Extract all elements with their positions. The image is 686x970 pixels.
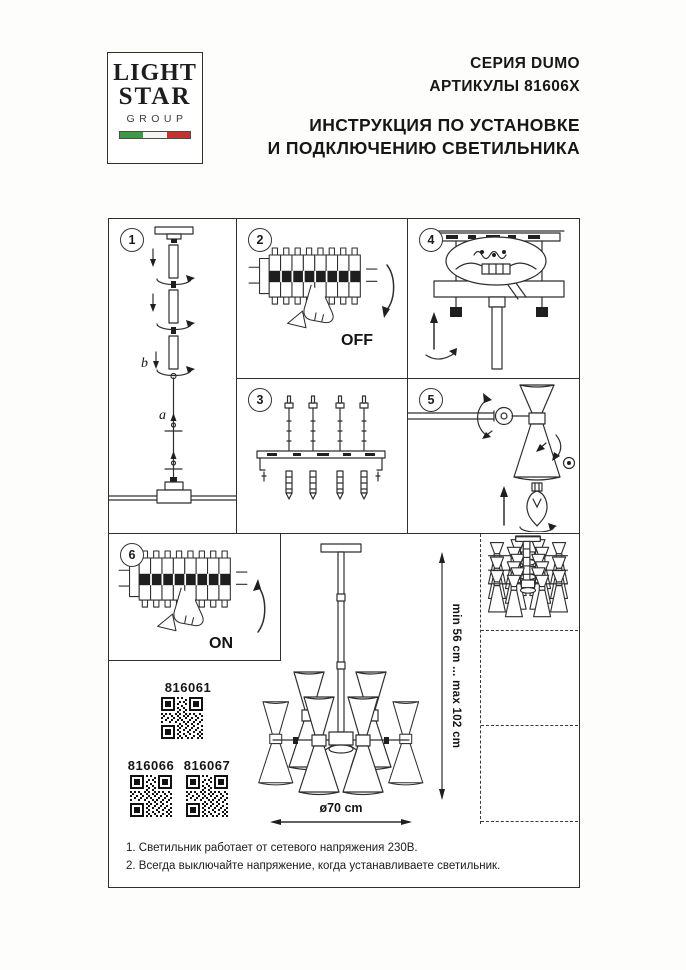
breaker-on-diagram: ON <box>118 550 266 652</box>
step-2-panel: 2 OFF <box>236 218 409 380</box>
height-variants-column <box>480 534 578 824</box>
variant-medium-rod <box>481 535 578 726</box>
shade-assembly-diagram <box>408 384 576 532</box>
ceiling-mount-diagram <box>425 230 565 370</box>
variant-long-rod <box>481 536 578 822</box>
header-title-block: СЕРИЯ DUMO АРТИКУЛЫ 81606X ИНСТРУКЦИЯ ПО… <box>268 52 580 160</box>
logo-word-light: LIGHT <box>113 60 197 86</box>
diameter-label: ø70 cm <box>319 801 362 815</box>
qr-code-816066 <box>130 775 172 817</box>
article-numbers: АРТИКУЛЫ 81606X <box>429 78 580 95</box>
note-line-2: 2. Всегда выключайте напряжение, когда у… <box>126 859 501 872</box>
label-b: b <box>141 356 148 371</box>
series-name: СЕРИЯ DUMO <box>470 55 580 72</box>
step-4-panel: 4 <box>407 218 580 380</box>
breaker-off-diagram: OFF <box>248 247 395 349</box>
qr-label-816066: 816066 <box>127 758 175 773</box>
note-line-1: 1. Светильник работает от сетевого напря… <box>126 842 418 854</box>
step-6-panel: 6 ON <box>108 533 281 661</box>
qr-code-816061 <box>161 697 203 739</box>
step-5-panel: 5 <box>407 378 580 535</box>
step-6-number: 6 <box>120 543 144 567</box>
lightstar-logo: LIGHT STAR GROUP <box>107 52 203 164</box>
switch-off-label: OFF <box>341 332 373 349</box>
rod-assembly-diagram: b a <box>109 226 236 504</box>
instruction-title-line2: И ПОДКЛЮЧЕНИЮ СВЕТИЛЬНИКА <box>267 138 580 158</box>
step-1-panel: 1 b a <box>108 218 238 535</box>
height-range-label: min 56 cm ... max 102 cm <box>450 604 462 749</box>
step-1-number: 1 <box>120 228 144 252</box>
qr-label-816061: 816061 <box>164 680 212 695</box>
step-3-number: 3 <box>248 388 272 412</box>
step-4-number: 4 <box>419 228 443 252</box>
mounting-bracket-diagram <box>256 395 386 500</box>
instruction-title-line1: ИНСТРУКЦИЯ ПО УСТАНОВКЕ <box>309 115 580 135</box>
logo-word-group: GROUP <box>126 113 188 125</box>
safety-notes: 1. Светильник работает от сетевого напря… <box>126 840 500 875</box>
switch-on-label: ON <box>209 635 233 652</box>
qr-code-816067 <box>186 775 228 817</box>
qr-label-816067: 816067 <box>183 758 231 773</box>
step-5-number: 5 <box>419 388 443 412</box>
step-2-number: 2 <box>248 228 272 252</box>
label-a: a <box>159 408 166 423</box>
italian-flag-stripe <box>119 131 191 139</box>
step-3-panel: 3 <box>236 378 409 535</box>
logo-word-star: STAR <box>118 83 192 110</box>
chandelier-dimension-drawing: min 56 cm ... max 102 cm ø70 cm <box>258 543 462 825</box>
